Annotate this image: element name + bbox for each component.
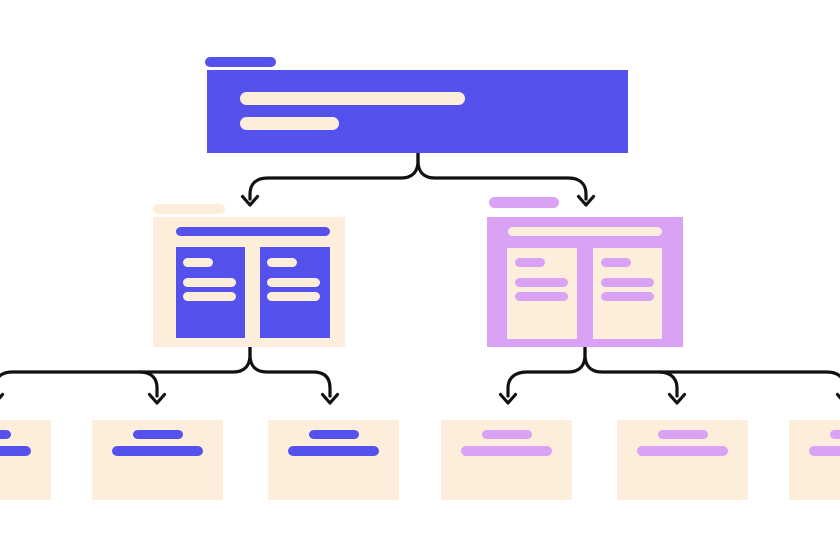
column-text-line <box>267 292 320 301</box>
column-title-line <box>183 258 213 267</box>
arrowhead-down-icon <box>667 392 687 405</box>
column-text-line <box>183 292 236 301</box>
leaf-title-line <box>481 430 532 439</box>
leaf-text-line <box>0 446 31 456</box>
leaf-text-line <box>288 446 379 456</box>
branch-right-column-1 <box>507 248 577 339</box>
arrowhead-down-icon <box>498 392 518 405</box>
column-text-line <box>183 278 236 287</box>
leaf-card-1 <box>0 420 51 500</box>
arrowhead-down-icon <box>0 392 5 400</box>
branch-right-column-2 <box>593 248 662 339</box>
connector-right-branch-to-leaves <box>498 344 840 405</box>
branch-right-tab <box>489 197 559 208</box>
column-text-line <box>601 292 654 301</box>
connector-root-to-branches <box>240 150 596 207</box>
leaf-text-line <box>637 446 728 456</box>
branch-left-column-1 <box>176 247 245 338</box>
arrowhead-down-icon <box>147 392 167 405</box>
root-placeholder-line-1 <box>240 92 465 105</box>
arrowhead-down-icon <box>320 392 340 405</box>
arrowhead-down-icon <box>576 194 596 207</box>
leaf-text-line <box>461 446 552 456</box>
leaf-title-line <box>0 430 11 439</box>
leaf-text-line <box>809 446 840 456</box>
branch-left-card <box>153 217 345 347</box>
arrowhead-down-icon <box>240 194 260 207</box>
branch-left-column-2 <box>260 247 330 338</box>
branch-left-header-bar <box>176 227 330 236</box>
branch-right-header-bar <box>508 227 662 236</box>
leaf-title-line <box>829 430 840 439</box>
column-text-line <box>515 278 568 287</box>
leaf-card-5 <box>617 420 748 500</box>
leaf-card-2 <box>92 420 223 500</box>
leaf-card-3 <box>268 420 399 500</box>
column-title-line <box>515 258 545 267</box>
column-text-line <box>515 292 568 301</box>
leaf-title-line <box>657 430 708 439</box>
column-text-line <box>267 278 320 287</box>
leaf-title-line <box>308 430 359 439</box>
root-page-tab <box>205 57 276 67</box>
column-text-line <box>601 278 654 287</box>
branch-left-tab <box>153 204 225 214</box>
column-title-line <box>601 258 631 267</box>
root-page-card <box>207 70 628 153</box>
leaf-text-line <box>112 446 203 456</box>
column-title-line <box>267 258 297 267</box>
root-placeholder-line-2 <box>240 117 339 130</box>
leaf-card-4 <box>441 420 572 500</box>
leaf-card-6 <box>789 420 840 500</box>
branch-right-card <box>487 217 683 347</box>
connector-left-branch-to-leaves <box>0 344 340 405</box>
leaf-title-line <box>132 430 183 439</box>
